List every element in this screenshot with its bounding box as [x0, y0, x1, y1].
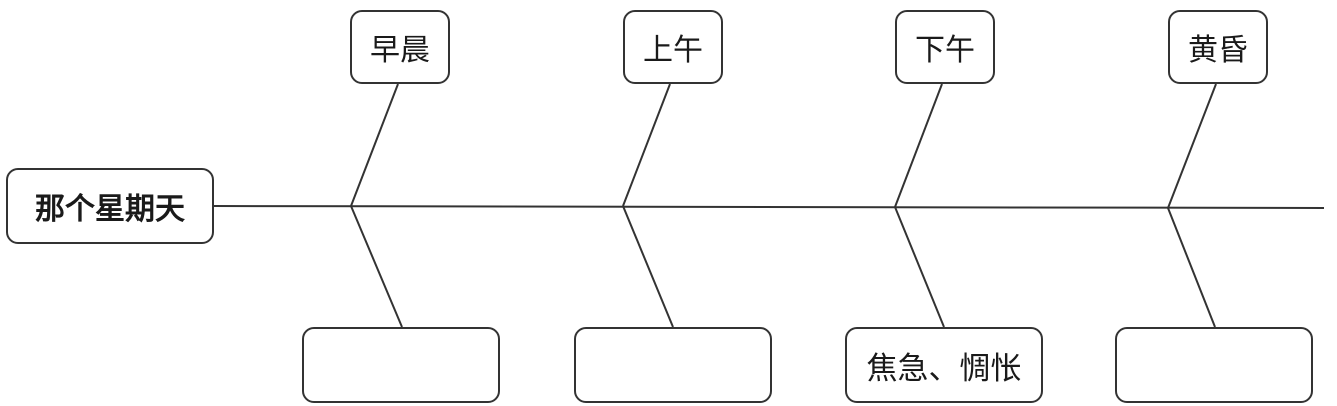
time-node-morning: 早晨 — [350, 10, 450, 84]
branch-3-lower-bone — [894, 206, 945, 328]
emotion-node-afternoon[interactable]: 焦急、惆怅 — [845, 327, 1043, 403]
branch-1-lower-bone — [350, 205, 403, 328]
branch-2-lower-bone — [622, 205, 674, 328]
time-node-afternoon: 下午 — [895, 10, 995, 84]
branch-2-upper-bone — [622, 83, 671, 207]
time-node-forenoon: 上午 — [623, 10, 723, 84]
time-node-dusk: 黄昏 — [1168, 10, 1268, 84]
branch-1-upper-bone — [350, 83, 399, 207]
emotion-node-forenoon[interactable] — [574, 327, 772, 403]
root-node: 那个星期天 — [6, 168, 214, 244]
branch-4-upper-bone — [1167, 83, 1217, 209]
branch-4-lower-bone — [1167, 207, 1216, 328]
emotion-node-dusk[interactable] — [1115, 327, 1313, 403]
emotion-node-morning[interactable] — [302, 327, 500, 403]
spine-line — [213, 205, 1325, 209]
branch-3-upper-bone — [894, 83, 943, 208]
